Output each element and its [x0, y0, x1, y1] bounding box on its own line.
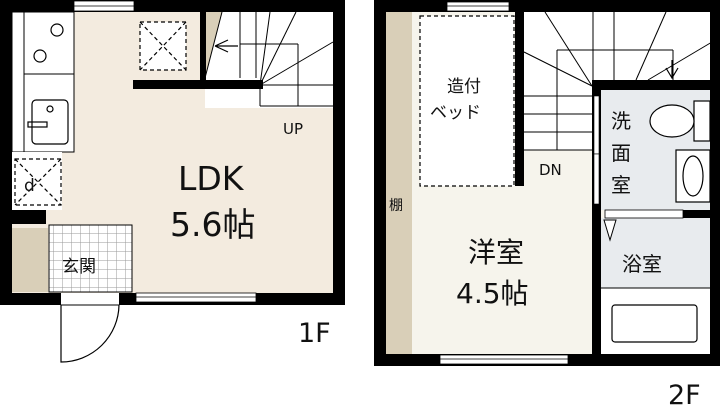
window-top-2f	[446, 1, 510, 12]
stairs-up-label: UP	[283, 120, 303, 138]
room-size-ldk: 5.6帖	[170, 205, 255, 244]
fridge-mark: d	[24, 176, 35, 196]
bathroom-floor	[601, 218, 711, 288]
storage-space-icon	[139, 21, 187, 71]
built-in-bed	[419, 15, 515, 187]
entrance-door	[60, 293, 120, 363]
floor-label-2f: 2F	[668, 380, 701, 411]
arrow-icon	[214, 39, 238, 53]
window-top-1f	[73, 0, 135, 12]
stove-icon	[33, 23, 64, 63]
entrance-tile	[48, 224, 133, 293]
room-label-bathroom: 浴室	[622, 252, 662, 276]
floor-1f: d UP	[0, 0, 345, 363]
room-label-western: 洋室	[468, 236, 524, 269]
stairs-up	[204, 11, 334, 108]
shoe-storage	[12, 228, 48, 292]
washbasin-icon	[675, 149, 711, 203]
shelf	[384, 12, 412, 354]
room-label-ldk: LDK	[178, 159, 245, 198]
window-bottom-1f	[135, 292, 257, 303]
room-label-entrance: 玄関	[62, 257, 96, 277]
bed-label-line1: 造付	[447, 77, 481, 97]
washroom-label-1: 洗	[611, 109, 631, 133]
washroom-label-2: 面	[611, 141, 631, 165]
shelf-label: 棚	[389, 198, 403, 214]
floor-2f: 棚 造付 ベッド DN	[374, 0, 720, 411]
arrow-down-icon	[665, 60, 679, 80]
fridge-space-icon	[14, 158, 62, 206]
window-bottom-2f	[439, 354, 569, 365]
washroom-label-3: 室	[611, 173, 631, 197]
room-size-western: 4.5帖	[456, 277, 529, 310]
toilet-icon	[649, 100, 711, 142]
floor-label-1f: 1F	[298, 318, 331, 349]
stairs-down-label: DN	[539, 161, 562, 179]
bathtub-icon	[611, 304, 698, 343]
washroom-sliding-door	[593, 95, 600, 155]
door-marker-icon	[603, 219, 617, 242]
sink-icon	[27, 99, 69, 145]
bed-label-line2: ベッド	[430, 103, 481, 123]
